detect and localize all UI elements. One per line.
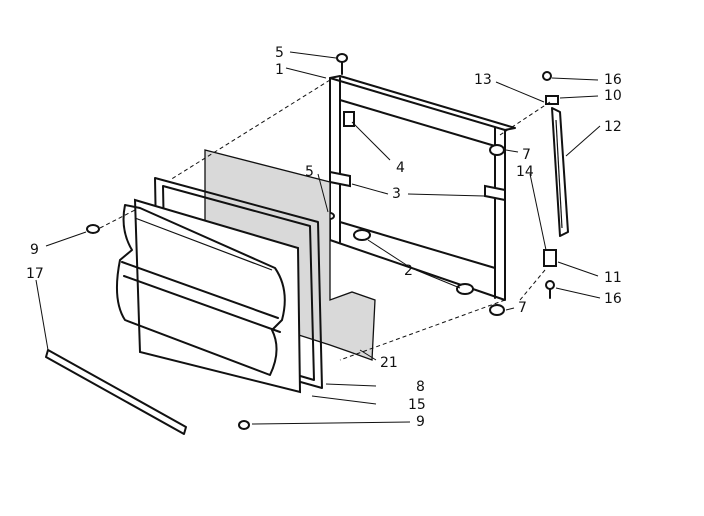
door-stop-left [353, 229, 371, 241]
callout-3: 3 [392, 186, 401, 202]
alignment-lines [99, 79, 551, 361]
bottom-trim-strip [45, 349, 187, 435]
plug-top [489, 144, 505, 156]
callout-16-top: 16 [604, 72, 622, 88]
callout-9-bottom: 9 [416, 414, 425, 430]
clip-upper [86, 224, 100, 234]
hinge-screw-top [336, 53, 348, 75]
callout-1: 1 [275, 62, 284, 78]
callout-16-bottom: 16 [604, 291, 622, 307]
callout-11: 11 [604, 270, 622, 286]
hinge-pin [343, 111, 355, 127]
callout-10: 10 [604, 88, 622, 104]
door-handle [542, 71, 569, 299]
callout-5-mid: 5 [305, 164, 314, 180]
callout-5-top: 5 [275, 45, 284, 61]
leader-lines [35, 51, 601, 425]
door-frame [329, 75, 516, 301]
plug-bottom [489, 304, 505, 316]
callout-12: 12 [604, 119, 622, 135]
callout-7-top: 7 [522, 147, 531, 163]
callout-7-bottom: 7 [518, 300, 527, 316]
callout-17: 17 [26, 266, 44, 282]
door-stop-bottom [456, 283, 474, 295]
door-panel [115, 198, 302, 394]
clip-lower [238, 420, 250, 430]
callout-9-top: 9 [30, 242, 39, 258]
callout-21: 21 [380, 355, 398, 371]
callout-13: 13 [474, 72, 492, 88]
callout-14: 14 [516, 164, 534, 180]
callout-15: 15 [408, 397, 426, 413]
callout-2: 2 [404, 263, 413, 279]
callout-4: 4 [396, 160, 405, 176]
callout-8: 8 [416, 379, 425, 395]
